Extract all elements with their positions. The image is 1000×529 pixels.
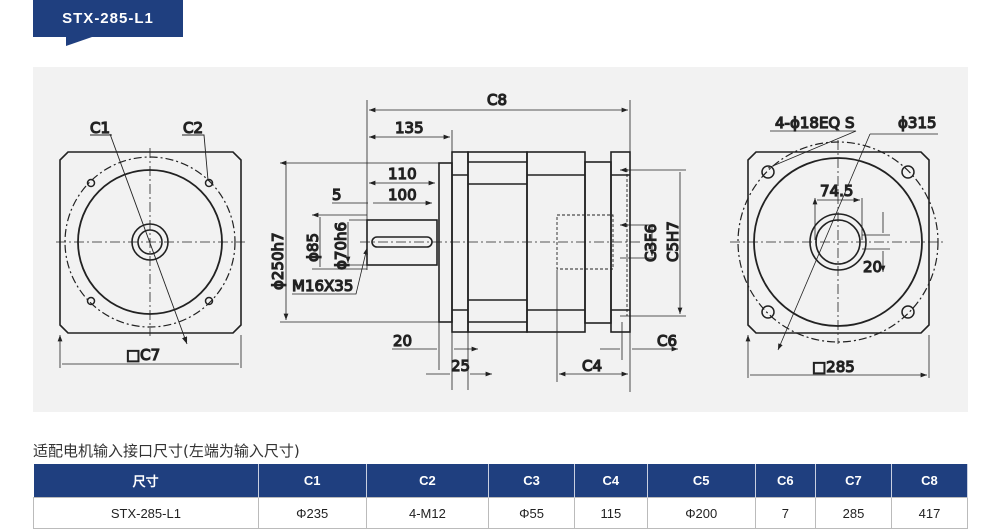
cell: 4-M12 <box>365 497 490 529</box>
col-header: C8 <box>891 464 969 498</box>
col-header: C2 <box>366 464 490 498</box>
label-c5: C5H7 <box>664 221 682 262</box>
cell: Φ235 <box>257 497 367 529</box>
label-c7: □C7 <box>126 346 160 364</box>
label-c1: C1 <box>90 119 110 137</box>
label-25: 25 <box>451 357 470 375</box>
label-key-20: 20 <box>863 258 882 276</box>
label-110: 110 <box>388 165 417 183</box>
cell: 115 <box>573 497 648 529</box>
label-phi70: ϕ70h6 <box>332 222 350 270</box>
table-caption: 适配电机输入接口尺寸(左端为输入尺寸) <box>33 442 300 460</box>
label-135: 135 <box>395 119 424 137</box>
col-header: C4 <box>574 464 648 498</box>
table-header-row: 尺寸 C1 C2 C3 C4 C5 C6 C7 C8 <box>33 464 969 498</box>
label-100: 100 <box>388 186 417 204</box>
label-c4: C4 <box>582 357 602 375</box>
label-c3: C3F6 <box>642 224 660 262</box>
col-header: C7 <box>815 464 892 498</box>
label-c2: C2 <box>183 119 203 137</box>
label-20: 20 <box>393 332 412 350</box>
label-phi315: ϕ315 <box>898 114 937 132</box>
label-74-5: 74.5 <box>820 182 853 200</box>
cell: 285 <box>814 497 892 529</box>
col-header: C3 <box>488 464 575 498</box>
label-m16: M16X35 <box>292 277 353 295</box>
label-c6: C6 <box>657 332 677 350</box>
col-header: C5 <box>647 464 756 498</box>
cell: Φ200 <box>646 497 756 529</box>
label-phi250: ϕ250h7 <box>269 232 287 290</box>
model-tag-text: STX-285-L1 <box>62 10 154 27</box>
input-end-view: C1 C2 □C7 <box>56 118 245 368</box>
label-c8: C8 <box>487 91 507 109</box>
label-5: 5 <box>332 186 342 204</box>
cell: 417 <box>890 497 969 529</box>
side-view: C8 135 110 5 100 ϕ250h7 ϕ85 ϕ70h6 M16X35… <box>268 90 686 392</box>
model-tag: STX-285-L1 <box>33 0 183 37</box>
col-header: C6 <box>755 464 816 498</box>
label-holes: 4-ϕ18EQ S <box>775 114 855 132</box>
cell: STX-285-L1 <box>33 497 259 529</box>
col-header: 尺寸 <box>33 464 259 498</box>
output-end-view: 4-ϕ18EQ S ϕ315 74.5 20 □285 <box>730 113 946 378</box>
dimension-table: 尺寸 C1 C2 C3 C4 C5 C6 C7 C8 STX-285-L1 Φ2… <box>33 464 969 529</box>
cell: Φ55 <box>488 497 575 529</box>
col-header: C1 <box>258 464 367 498</box>
cell: 7 <box>754 497 816 529</box>
table-row: STX-285-L1 Φ235 4-M12 Φ55 115 Φ200 7 285… <box>33 497 969 529</box>
label-285: □285 <box>812 358 855 376</box>
label-phi85: ϕ85 <box>304 233 322 262</box>
model-tag-tail <box>66 37 92 46</box>
